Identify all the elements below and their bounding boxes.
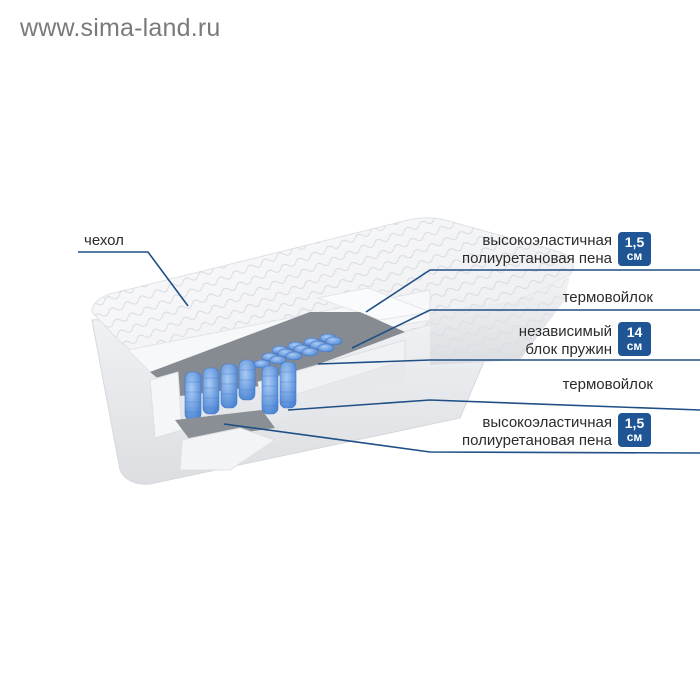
felt-layer-bottom	[175, 410, 275, 440]
label-layer2: термовойлок	[562, 289, 653, 306]
leader-layer2	[351, 309, 700, 349]
badge-number: 1,5	[624, 415, 645, 431]
label-layer3-line2: блок пружин	[525, 341, 612, 358]
badge-unit: см	[626, 249, 643, 263]
label-layer5: высокоэластичная полиуретановая пена	[392, 414, 612, 450]
label-layer3-line1: независимый	[518, 323, 612, 340]
leader-layer1	[365, 269, 700, 313]
thickness-badge-layer3: 14 см	[618, 322, 651, 356]
watermark-url: www.sima-land.ru	[20, 14, 221, 42]
thickness-badge-layer5: 1,5 см	[618, 413, 651, 447]
label-cover: чехол	[84, 232, 124, 249]
leader-layer4	[287, 399, 700, 411]
leader-layer5	[223, 423, 700, 454]
label-layer4: термовойлок	[562, 376, 653, 393]
label-layer5-line1: высокоэластичная	[482, 414, 612, 431]
badge-unit: см	[626, 339, 643, 353]
label-layer1: высокоэластичная полиуретановая пена	[392, 232, 612, 268]
badge-number: 1,5	[624, 234, 645, 250]
label-layer3: независимый блок пружин	[392, 323, 612, 359]
leader-lines	[78, 251, 700, 454]
leader-cover	[78, 251, 189, 307]
label-layer1-line2: полиуретановая пена	[462, 250, 612, 267]
leader-layer3	[317, 359, 700, 365]
foam-layer-bottom	[179, 427, 277, 471]
label-layer1-line1: высокоэластичная	[482, 232, 612, 249]
thickness-badge-layer1: 1,5 см	[618, 232, 651, 266]
spring-block	[184, 333, 343, 421]
badge-number: 14	[626, 324, 643, 340]
label-layer5-line2: полиуретановая пена	[462, 432, 612, 449]
badge-unit: см	[626, 430, 643, 444]
